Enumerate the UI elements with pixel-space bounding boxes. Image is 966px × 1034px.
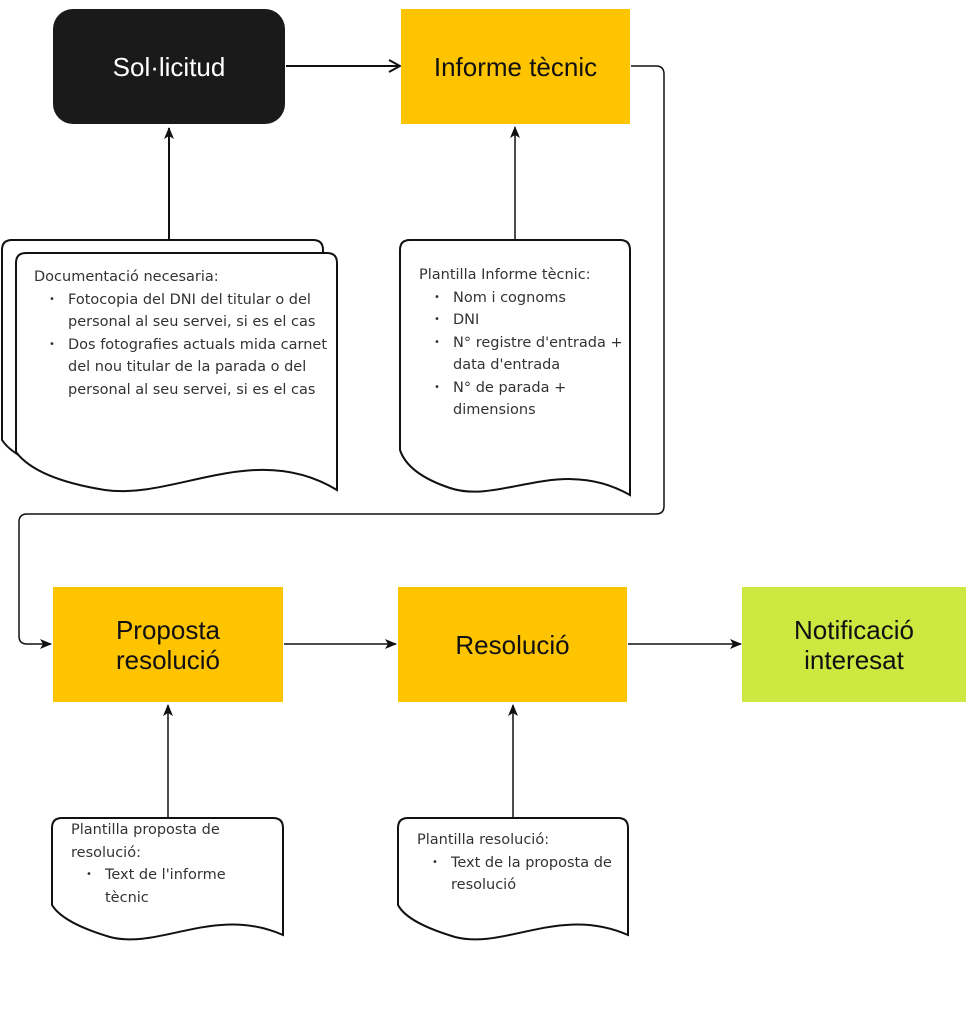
node-notificacio-interesat: Notificació interesat <box>742 587 966 702</box>
doc-plantilla-resolucio-list: Text de la proposta de resolució <box>417 852 617 897</box>
doc-plantilla-proposta-resolucio: Plantilla proposta de resolució: Text de… <box>71 819 266 909</box>
node-informe-tecnic-label: Informe tècnic <box>433 51 598 82</box>
doc-plantilla-informe-title: Plantilla Informe tècnic: <box>419 267 591 283</box>
doc-documentacio-item: Fotocopia del DNI del titular o del pers… <box>49 289 334 334</box>
arrow-informe-to-proposta <box>18 65 665 649</box>
doc-plantilla-resolucio: Plantilla resolució: Text de la proposta… <box>417 829 617 897</box>
node-resolucio-label: Resolució <box>455 629 570 660</box>
node-proposta-resolucio-label: Proposta resolució <box>115 614 221 675</box>
doc-documentacio-title: Documentació necesaria: <box>34 269 219 285</box>
node-solicitud: Sol·licitud <box>53 9 285 124</box>
node-solicitud-label: Sol·licitud <box>112 51 226 82</box>
doc-plantilla-resolucio-title: Plantilla resolució: <box>417 832 550 848</box>
doc-plantilla-informe-tecnic: Plantilla Informe tècnic: Nom i cognoms … <box>419 264 624 422</box>
doc-plantilla-informe-item: DNI <box>434 309 624 332</box>
doc-documentacio-necesaria: Documentació necesaria: Fotocopia del DN… <box>34 266 334 401</box>
doc-documentacio-list: Fotocopia del DNI del titular o del pers… <box>34 289 334 402</box>
doc-plantilla-informe-item: N° registre d'entrada + data d'entrada <box>434 332 624 377</box>
doc-plantilla-proposta-item: Text de l'informe tècnic <box>86 864 266 909</box>
node-resolucio: Resolució <box>398 587 627 702</box>
node-informe-tecnic: Informe tècnic <box>401 9 630 124</box>
doc-plantilla-proposta-list: Text de l'informe tècnic <box>71 864 266 909</box>
node-proposta-resolucio: Proposta resolució <box>53 587 283 702</box>
doc-plantilla-informe-item: N° de parada + dimensions <box>434 377 624 422</box>
node-notificacio-label: Notificació interesat <box>794 614 914 675</box>
doc-plantilla-informe-item: Nom i cognoms <box>434 287 624 310</box>
doc-plantilla-resolucio-item: Text de la proposta de resolució <box>432 852 617 897</box>
doc-plantilla-informe-list: Nom i cognoms DNI N° registre d'entrada … <box>419 287 624 422</box>
doc-plantilla-proposta-title: Plantilla proposta de resolució: <box>71 822 220 861</box>
doc-documentacio-item: Dos fotografies actuals mida carnet del … <box>49 334 334 402</box>
